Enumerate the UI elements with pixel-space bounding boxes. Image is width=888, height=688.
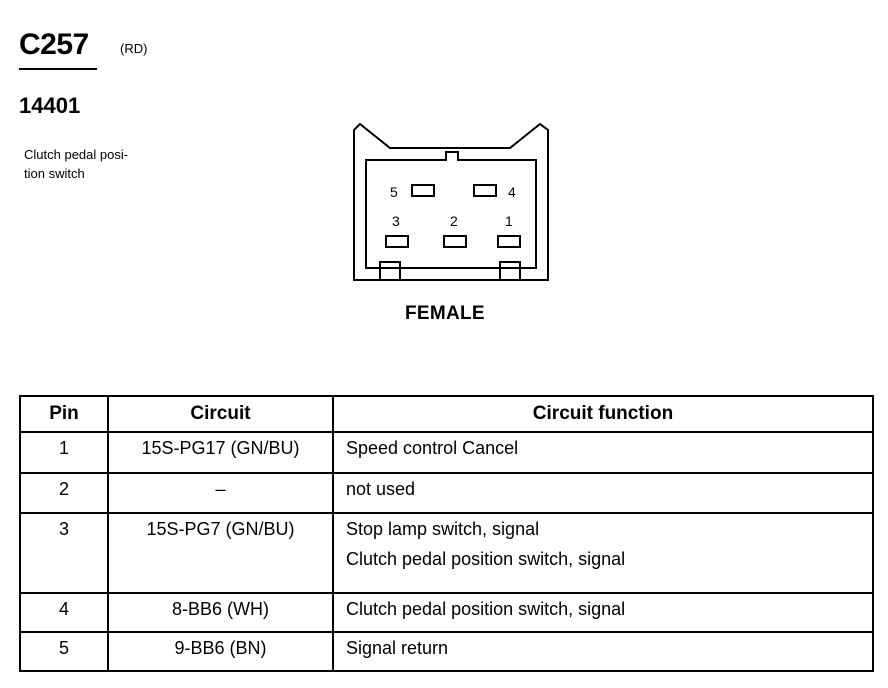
circuit-function: Clutch pedal position switch, signal — [332, 592, 874, 633]
pin-cavity-4 — [473, 184, 497, 197]
pin-number: 2 — [19, 472, 109, 514]
part-number: 14401 — [19, 93, 81, 118]
circuit-code: 8-BB6 (WH) — [107, 592, 334, 633]
pin-number: 4 — [19, 592, 109, 633]
pin-cavity-3 — [385, 235, 409, 248]
circuit-function: not used — [332, 472, 874, 514]
connector-inner-wall — [365, 151, 537, 269]
connector-housing-outline — [353, 122, 549, 281]
circuit-code: 9-BB6 (BN) — [107, 631, 334, 672]
circuit-function: Stop lamp switch, signal Clutch pedal po… — [332, 512, 874, 594]
circuit-function-line: Clutch pedal position switch, signal — [346, 549, 626, 569]
connector-code-underline — [19, 68, 97, 70]
table-header-row: Pin Circuit Circuit function — [19, 395, 874, 433]
table-row: 1 15S-PG17 (GN/BU) Speed control Cancel — [19, 431, 874, 474]
connector-color-code: (RD) — [120, 41, 148, 56]
circuit-code: – — [107, 472, 334, 514]
pin-number: 1 — [19, 431, 109, 474]
pin-label-4: 4 — [508, 184, 516, 200]
column-header-circuit: Circuit — [107, 395, 334, 433]
table-row: 4 8-BB6 (WH) Clutch pedal position switc… — [19, 592, 874, 633]
pin-cavity-1 — [497, 235, 521, 248]
circuit-function-line: Speed control Cancel — [346, 438, 519, 458]
table-row: 3 15S-PG7 (GN/BU) Stop lamp switch, sign… — [19, 512, 874, 594]
circuit-function: Signal return — [332, 631, 874, 672]
circuit-function-line: Clutch pedal position switch, signal — [346, 599, 626, 619]
pin-label-1: 1 — [505, 213, 513, 229]
connector-gender-label: FEMALE — [405, 303, 485, 324]
component-description-line-1: Clutch pedal posi- — [24, 147, 129, 162]
pin-label-3: 3 — [392, 213, 400, 229]
pin-label-2: 2 — [450, 213, 458, 229]
pin-number: 3 — [19, 512, 109, 594]
circuit-function-line: Stop lamp switch, signal — [346, 519, 540, 539]
connector-face-diagram: 5 4 3 2 1 — [353, 122, 549, 281]
pin-cavity-5 — [411, 184, 435, 197]
pin-cavity-2 — [443, 235, 467, 248]
pin-table: Pin Circuit Circuit function 1 15S-PG17 … — [19, 395, 874, 672]
column-header-pin: Pin — [19, 395, 109, 433]
connector-code: C257 — [19, 28, 89, 61]
pin-number: 5 — [19, 631, 109, 672]
table-row: 2 – not used — [19, 472, 874, 514]
latch-tab-right — [499, 261, 521, 281]
circuit-code: 15S-PG17 (GN/BU) — [107, 431, 334, 474]
pin-label-5: 5 — [390, 184, 398, 200]
column-header-circuit-function: Circuit function — [332, 395, 874, 433]
circuit-function-line: Signal return — [346, 638, 449, 658]
circuit-function-line: not used — [346, 479, 416, 499]
circuit-function: Speed control Cancel — [332, 431, 874, 474]
latch-tab-left — [379, 261, 401, 281]
table-row: 5 9-BB6 (BN) Signal return — [19, 631, 874, 672]
component-description-line-2: tion switch — [24, 166, 85, 181]
circuit-code: 15S-PG7 (GN/BU) — [107, 512, 334, 594]
